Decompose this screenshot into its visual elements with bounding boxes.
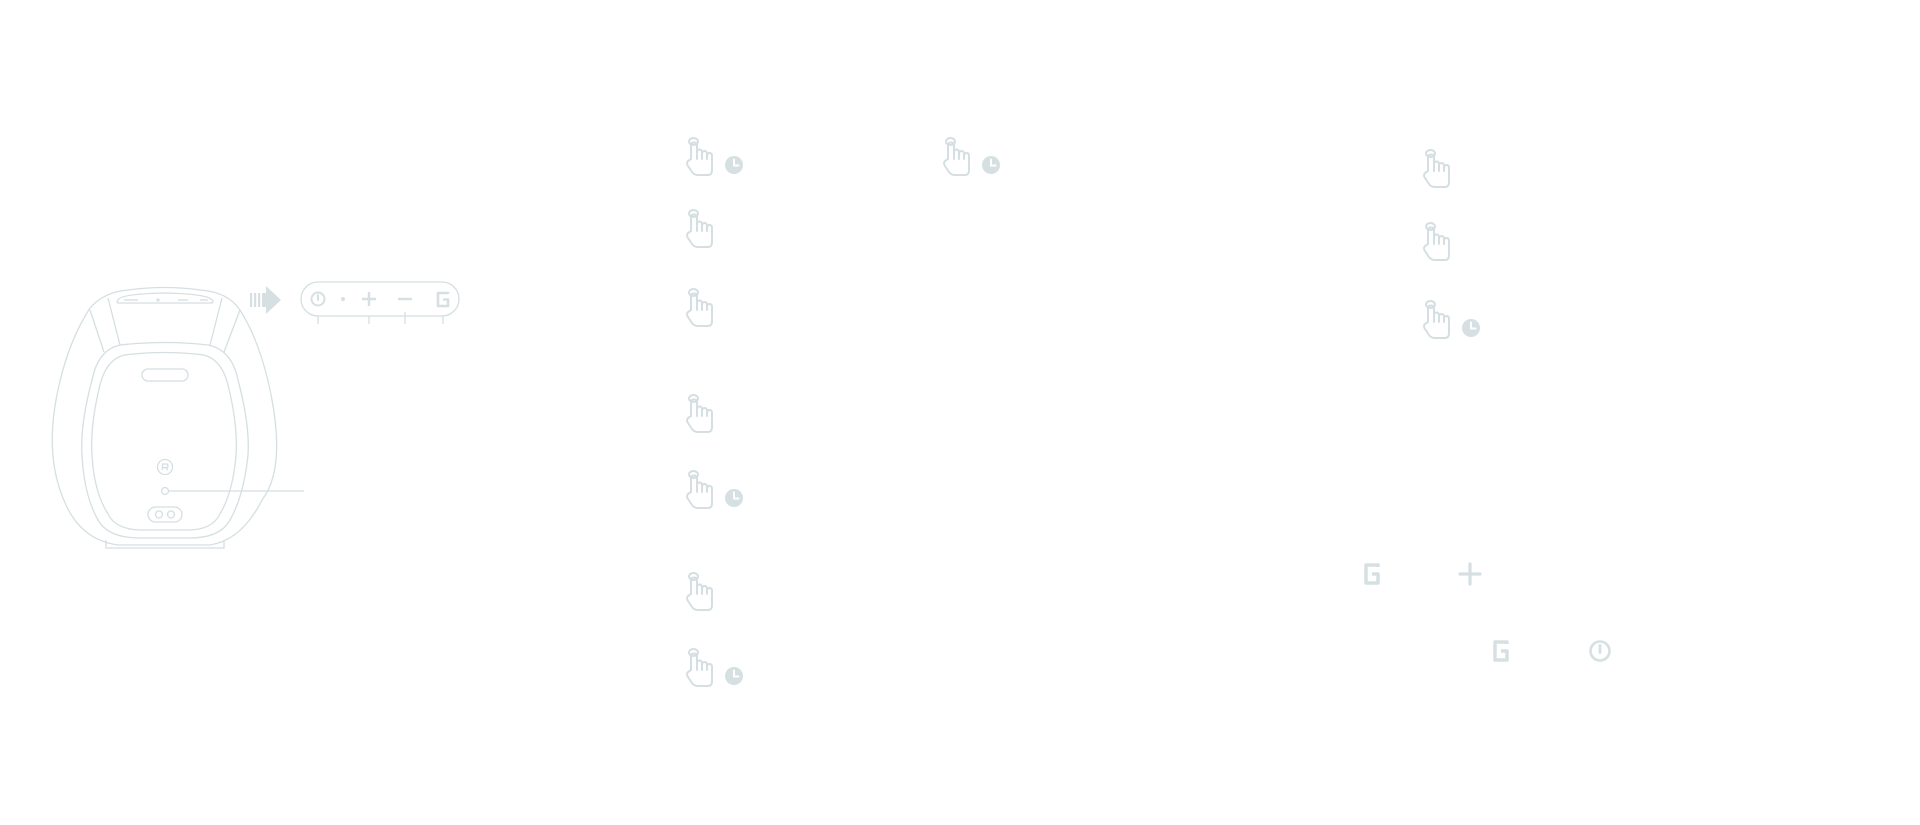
- speaker-outer-shell: [51, 286, 278, 546]
- plus-icon: [1458, 562, 1482, 586]
- reset-button-drawing: [156, 458, 174, 476]
- tap-hand-icon: [685, 287, 719, 329]
- tap-hand-icon: [685, 393, 719, 435]
- power-icon: [1588, 639, 1612, 663]
- hold-clock-icon: [724, 488, 744, 508]
- hold-clock-icon: [1461, 318, 1481, 338]
- speaker-drawing: [51, 281, 460, 549]
- hold-clock-icon: [981, 155, 1001, 175]
- g-icon: [1362, 562, 1382, 586]
- tap-hand-icon: [685, 647, 719, 689]
- panel-dot-icon: [341, 297, 345, 301]
- panel-plus-icon: [362, 292, 376, 306]
- speaker-top-panel: [116, 292, 214, 304]
- speaker-inner-rim: [91, 351, 237, 531]
- tap-hand-icon: [685, 208, 719, 250]
- tap-hand-icon: [685, 136, 719, 178]
- button-panel-outline: [300, 281, 460, 317]
- speaker-base: [105, 540, 225, 549]
- handle-slot: [141, 368, 189, 382]
- hold-clock-icon: [724, 155, 744, 175]
- panel-power-icon: [310, 291, 326, 307]
- arrow-right-icon: [250, 286, 281, 314]
- tap-hand-icon: [1422, 299, 1456, 341]
- tap-hand-icon: [942, 136, 976, 178]
- speaker-inner-shell: [81, 341, 249, 539]
- tap-hand-icon: [685, 571, 719, 613]
- hold-clock-icon: [724, 666, 744, 686]
- port-panel: [147, 506, 183, 523]
- tap-hand-icon: [685, 469, 719, 511]
- panel-g-icon: [436, 291, 450, 308]
- g-icon: [1491, 639, 1511, 663]
- tap-hand-icon: [1422, 148, 1456, 190]
- tap-hand-icon: [1422, 221, 1456, 263]
